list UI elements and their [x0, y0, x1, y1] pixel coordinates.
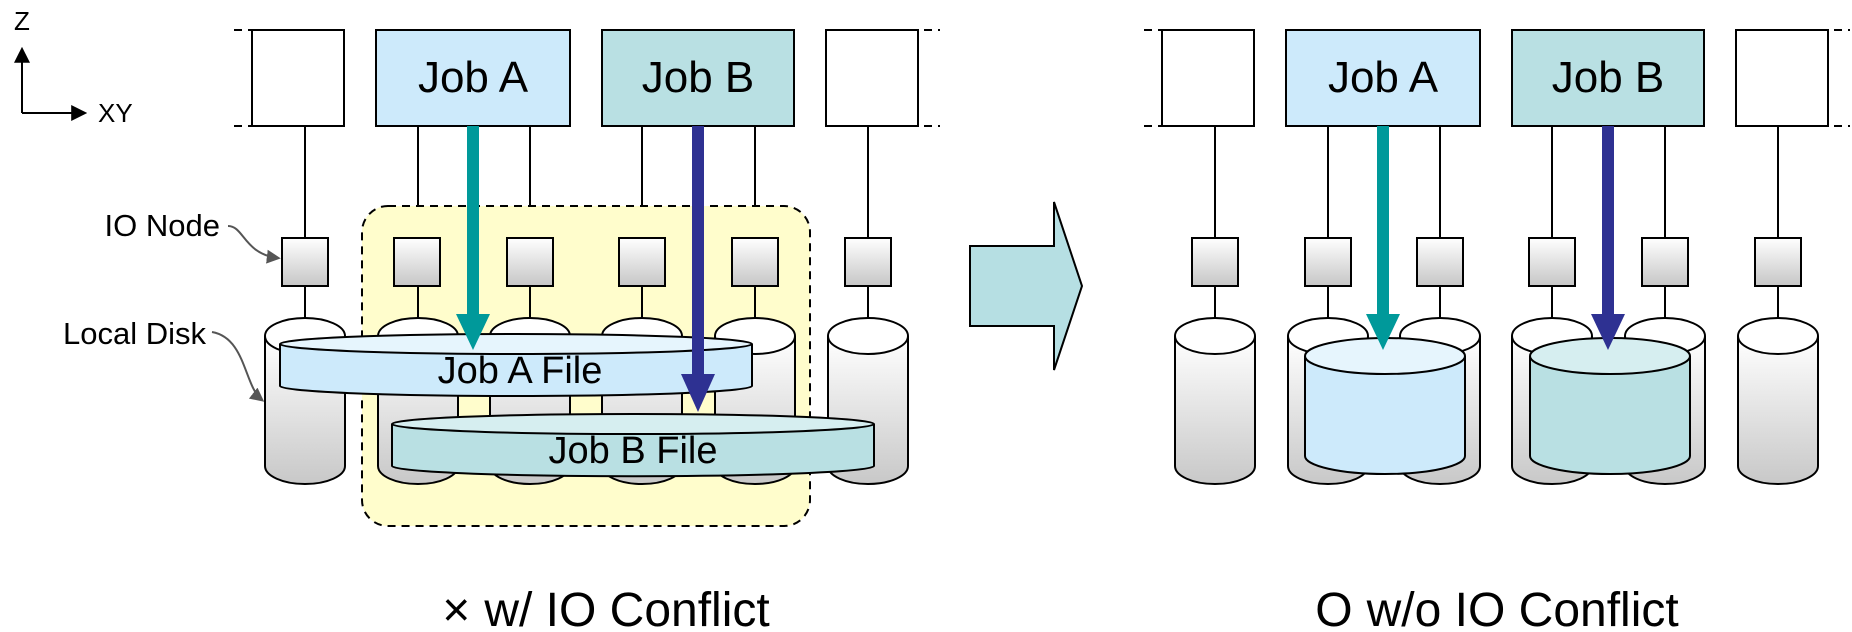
compute-node-right-edge	[825, 29, 919, 127]
local-disk	[1737, 317, 1819, 485]
job-a-label: Job A	[418, 53, 529, 102]
left-panel: Job A Job B	[234, 29, 940, 632]
conflict-mark: ×	[442, 584, 470, 632]
transition-arrow	[969, 201, 1084, 371]
xy-axis-label: XY	[98, 98, 133, 128]
job-b-label: Job B	[642, 53, 755, 102]
right-caption: w/o IO Conflict	[1366, 584, 1679, 632]
right-panel: Job A Job B	[1144, 29, 1850, 632]
job-b-io-arrow	[681, 126, 715, 412]
job-b-box	[1511, 29, 1705, 127]
io-node-annotation: IO Node	[105, 208, 220, 243]
job-a-io-arrow	[456, 126, 490, 350]
job-a-file	[279, 333, 753, 397]
job-b-file	[391, 413, 875, 478]
compute-node-left-edge	[251, 29, 345, 127]
job-a-label: Job A	[1328, 53, 1439, 102]
local-disk	[1174, 317, 1256, 485]
no-conflict-mark: O	[1315, 584, 1352, 632]
io-node	[1641, 237, 1689, 287]
io-node	[281, 237, 329, 287]
compute-node-right-edge	[1735, 29, 1829, 127]
svg-text:Ow/o IO Conflict: Ow/o IO Conflict	[1315, 584, 1678, 632]
svg-text:×w/ IO Conflict: × w/ IO Conflict	[442, 584, 769, 632]
io-node	[506, 237, 554, 287]
job-a-io-arrow	[1366, 126, 1400, 350]
io-node	[1416, 237, 1464, 287]
job-a-file-local	[1304, 337, 1466, 475]
job-a-file-label: Job A File	[438, 350, 603, 392]
compute-node-left-edge	[1161, 29, 1255, 127]
job-b-box	[601, 29, 795, 127]
job-b-file-local	[1529, 337, 1691, 475]
job-a-box	[1285, 29, 1481, 127]
local-disk-annotation: Local Disk	[63, 316, 206, 351]
left-caption: w/ IO Conflict	[483, 584, 769, 632]
io-node	[393, 237, 441, 287]
job-b-io-arrow	[1591, 126, 1625, 350]
io-node	[1304, 237, 1352, 287]
job-b-file-label: Job B File	[549, 430, 718, 472]
job-a-box	[375, 29, 571, 127]
io-node	[731, 237, 779, 287]
job-b-label: Job B	[1552, 53, 1665, 102]
axis-indicator: Z XY	[14, 6, 133, 128]
io-node	[1191, 237, 1239, 287]
io-node	[844, 237, 892, 287]
z-axis-label: Z	[14, 6, 30, 36]
io-node	[1528, 237, 1576, 287]
io-node	[1754, 237, 1802, 287]
io-node	[618, 237, 666, 287]
